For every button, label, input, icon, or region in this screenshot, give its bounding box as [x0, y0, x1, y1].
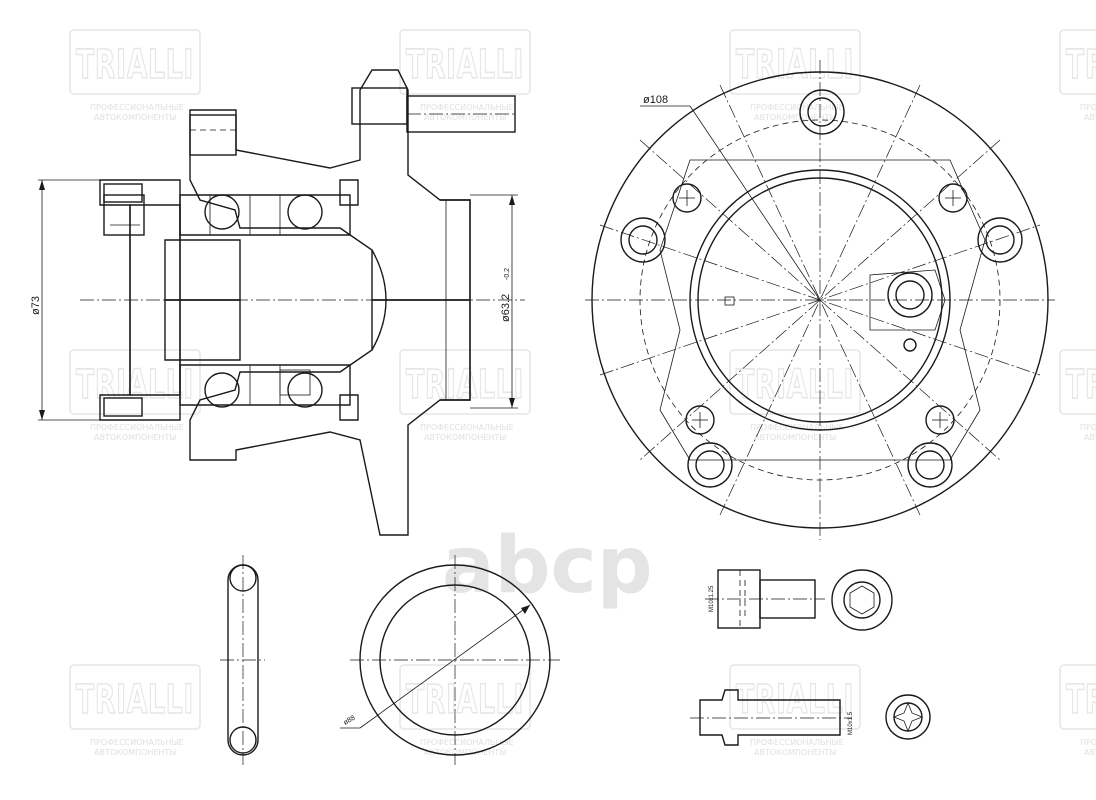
- watermark-frame: [399, 664, 531, 730]
- watermark-tagline: АВТОКОМПОНЕНТЫ: [754, 433, 836, 442]
- watermark-layer: TRIALLIПРОФЕССИОНАЛЬНЫЕАВТОКОМПОНЕНТЫTRI…: [69, 29, 1096, 757]
- watermark-brand: TRIALLI: [76, 42, 194, 88]
- watermark-tagline: ПРОФЕССИОНАЛЬНЫЕ: [90, 103, 184, 112]
- watermark-brand: TRIALLI: [406, 362, 524, 408]
- watermark-frame: [729, 29, 861, 95]
- watermark-frame: [399, 349, 531, 415]
- watermark-frame: [1059, 664, 1096, 730]
- watermark-tagline: АВТОКОМПОНЕНТЫ: [94, 748, 176, 757]
- watermark-brand: TRIALLI: [1066, 42, 1096, 88]
- watermark-tagline: АВТОКОМПОНЕНТЫ: [1084, 433, 1096, 442]
- watermark-tagline: АВТОКОМПОНЕНТЫ: [94, 113, 176, 122]
- watermark-tagline: ПРОФЕССИОНАЛЬНЫЕ: [90, 738, 184, 747]
- watermark-tagline: ПРОФЕССИОНАЛЬНЫЕ: [1080, 423, 1096, 432]
- watermark-tagline: АВТОКОМПОНЕНТЫ: [424, 748, 506, 757]
- flange-diameter-label: ø108: [643, 94, 668, 106]
- hub-diameter-label: ø73: [30, 296, 42, 315]
- watermark-brand: TRIALLI: [76, 677, 194, 723]
- watermark-brand: TRIALLI: [76, 362, 194, 408]
- watermark-frame: [729, 664, 861, 730]
- watermark-frame: [1059, 349, 1096, 415]
- pilot-diameter-label: ø63.2: [500, 294, 512, 322]
- watermark-tagline: АВТОКОМПОНЕНТЫ: [424, 433, 506, 442]
- watermark-tagline: ПРОФЕССИОНАЛЬНЫЕ: [750, 103, 844, 112]
- spacer-ring-view: ø88: [340, 555, 560, 765]
- watermark-tagline: АВТОКОМПОНЕНТЫ: [754, 113, 836, 122]
- watermark-frame: [399, 29, 531, 95]
- watermark-brand: TRIALLI: [736, 362, 854, 408]
- watermark-tagline: АВТОКОМПОНЕНТЫ: [1084, 113, 1096, 122]
- watermark-tagline: ПРОФЕССИОНАЛЬНЫЕ: [90, 423, 184, 432]
- pilot-tolerance-label: -0.2: [504, 268, 511, 280]
- watermark-brand: TRIALLI: [1066, 362, 1096, 408]
- watermark-frame: [69, 349, 201, 415]
- watermark-brand: TRIALLI: [1066, 677, 1096, 723]
- bolt-view: M10x1.25: [705, 569, 893, 631]
- watermark-tagline: ПРОФЕССИОНАЛЬНЫЕ: [1080, 738, 1096, 747]
- wheel-stud-holes: [620, 89, 1023, 488]
- watermark-frame: [1059, 29, 1096, 95]
- watermark-tagline: АВТОКОМПОНЕНТЫ: [94, 433, 176, 442]
- flange-front-view: ø108: [585, 60, 1055, 540]
- ring-diameter-label: ø88: [343, 715, 357, 727]
- watermark-tagline: ПРОФЕССИОНАЛЬНЫЕ: [420, 103, 514, 112]
- watermark-tagline: ПРОФЕССИОНАЛЬНЫЕ: [420, 738, 514, 747]
- bolt-thread-label: M10x1.25: [709, 585, 715, 612]
- watermark-tagline: ПРОФЕССИОНАЛЬНЫЕ: [420, 423, 514, 432]
- mounting-bolt-holes: [672, 183, 968, 435]
- watermark-brand: TRIALLI: [406, 42, 524, 88]
- watermark-tagline: ПРОФЕССИОНАЛЬНЫЕ: [750, 738, 844, 747]
- watermark-frame: [69, 664, 201, 730]
- o-ring-view: [220, 555, 265, 765]
- watermark-tagline: АВТОКОМПОНЕНТЫ: [424, 113, 506, 122]
- abcp-watermark: abcp: [442, 521, 653, 611]
- hub-section-view: ø73 ø63.2 -0.2: [30, 69, 525, 536]
- watermark-brand: TRIALLI: [406, 677, 524, 723]
- watermark-tagline: АВТОКОМПОНЕНТЫ: [754, 748, 836, 757]
- watermark-tagline: ПРОФЕССИОНАЛЬНЫЕ: [1080, 103, 1096, 112]
- stud-thread-label: M10x1.5: [848, 711, 854, 735]
- watermark-tagline: АВТОКОМПОНЕНТЫ: [1084, 748, 1096, 757]
- watermark-brand: TRIALLI: [736, 42, 854, 88]
- watermark-frame: [69, 29, 201, 95]
- stud-view: M10x1.5: [690, 689, 931, 746]
